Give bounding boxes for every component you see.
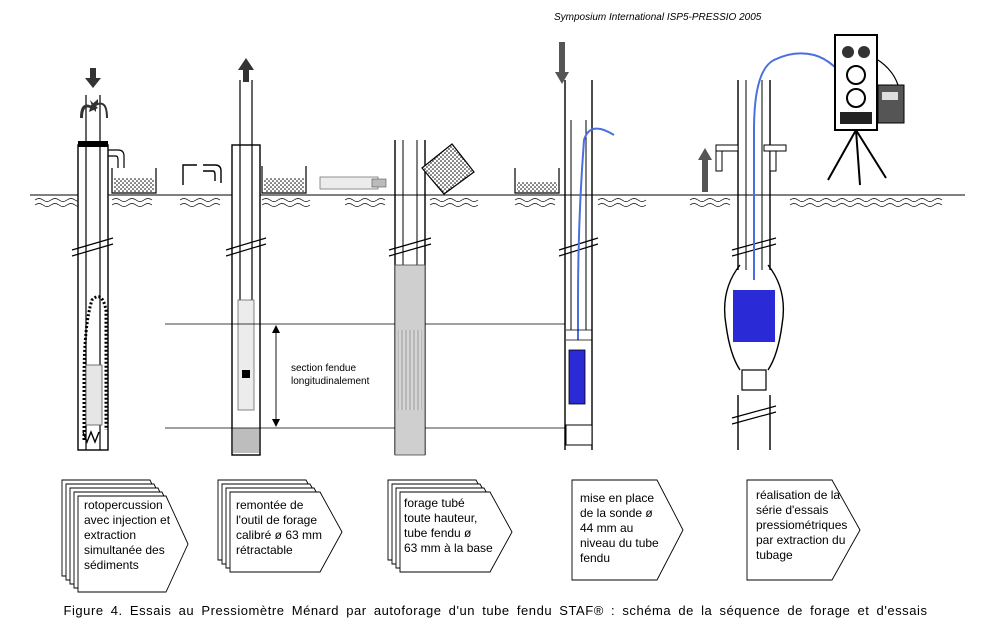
- soil-hatching: [34, 198, 943, 207]
- step-box-1: [61, 479, 189, 593]
- step-5-text: réalisation de la série d'essais pressio…: [756, 488, 847, 563]
- annotation-line: section fendue: [291, 363, 357, 374]
- step-line: 44 mm au: [580, 521, 634, 535]
- step-line: réalisation de la: [756, 488, 841, 502]
- step-line: extraction: [84, 528, 137, 542]
- arrow-down-icon: [555, 42, 569, 84]
- column-3-cased-hole: [319, 140, 475, 456]
- pipe-outlet-icon: [182, 164, 222, 185]
- arrow-up-icon: [698, 148, 712, 192]
- step-3-text: forage tubé toute hauteur, tube fendu ø …: [404, 496, 493, 556]
- section-annotation: section fendue longitudinalement: [291, 362, 369, 388]
- rotation-arrow-icon: [80, 99, 108, 118]
- column-2-withdrawal: [182, 58, 307, 456]
- drill-tool-icon: [85, 364, 103, 426]
- bucket-icon: [111, 168, 157, 194]
- step-line: tubage: [756, 548, 793, 562]
- step-line: par extraction du: [756, 533, 846, 547]
- step-line: 63 mm à la base: [404, 541, 493, 555]
- drill-tool-icon: [237, 299, 255, 411]
- column-1-drilling: [71, 68, 157, 451]
- step-boxes: [61, 479, 861, 593]
- pipe-outlet-icon: [108, 149, 125, 168]
- column-4-probe-insertion: [514, 42, 615, 450]
- step-line: calibré ø 63 mm: [236, 528, 323, 542]
- step-4-text: mise en place de la sonde ø 44 mm au niv…: [580, 491, 659, 566]
- step-line: avec injection et: [84, 513, 171, 527]
- probe-cable: [753, 52, 855, 280]
- step-line: niveau du tube: [580, 536, 659, 550]
- step-box-3: [387, 479, 513, 573]
- step-2-text: remontée de l'outil de forage calibré ø …: [236, 498, 322, 558]
- step-box-5: [746, 479, 861, 581]
- step-line: pressiométriques: [756, 518, 848, 532]
- step-line: l'outil de forage: [236, 513, 318, 527]
- step-line: rotopercussion: [84, 498, 163, 512]
- step-line: simultanée des: [84, 543, 165, 557]
- pressuremeter-unit-icon: [827, 34, 905, 186]
- step-1-text: rotopercussion avec injection et extract…: [84, 498, 170, 573]
- probe-cable: [577, 127, 615, 340]
- step-line: remontée de: [236, 498, 304, 512]
- bucket-icon: [261, 166, 307, 194]
- step-line: rétractable: [236, 543, 293, 557]
- step-line: tube fendu ø: [404, 526, 472, 540]
- step-line: série d'essais: [756, 503, 829, 517]
- column-5-testing: [698, 34, 905, 450]
- header-title: Symposium International ISP5-PRESSIO 200…: [554, 12, 762, 23]
- step-box-4: [571, 479, 684, 581]
- step-line: sédiments: [84, 558, 139, 572]
- step-line: de la sonde ø: [580, 506, 653, 520]
- pressuremeter-probe: [733, 290, 775, 342]
- bucket-icon: [514, 168, 560, 194]
- drill-tool-icon: [319, 176, 379, 190]
- annotation-line: longitudinalement: [291, 376, 370, 387]
- arrow-down-icon: [85, 68, 101, 88]
- pressuremeter-probe: [568, 349, 586, 405]
- bucket-icon: [421, 143, 475, 195]
- figure-caption: Figure 4. Essais au Pressiomètre Ménard …: [63, 603, 928, 618]
- step-line: toute hauteur,: [404, 511, 478, 525]
- step-line: forage tubé: [404, 496, 465, 510]
- arrow-up-icon: [238, 58, 254, 82]
- step-box-2: [217, 479, 343, 573]
- step-line: fendu: [580, 551, 611, 565]
- step-line: mise en place: [580, 491, 655, 505]
- section-dimension: [165, 323, 565, 429]
